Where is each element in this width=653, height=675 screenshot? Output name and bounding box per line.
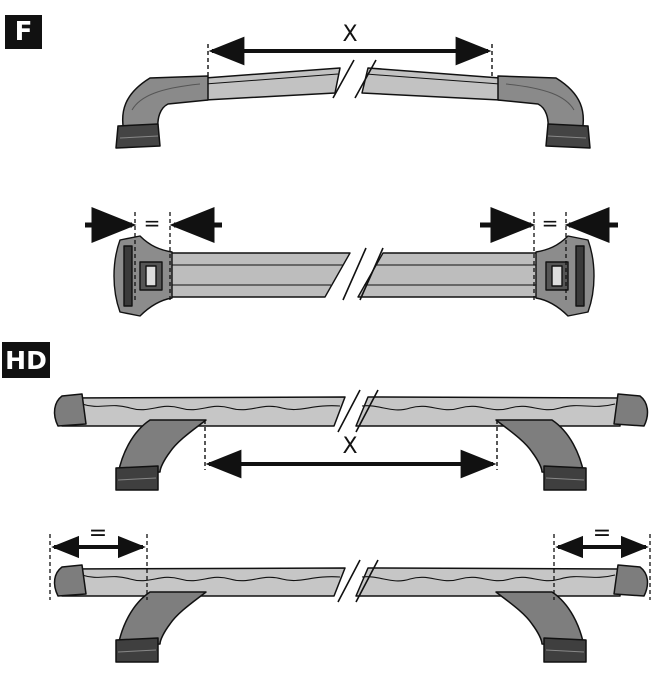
hd-overhang-right-foot (495, 591, 585, 647)
f-bar-side-view (115, 59, 591, 149)
hd-overhang-right-end-cap (613, 564, 649, 597)
hd-bar-side-view (53, 389, 649, 491)
hd-right-foot (495, 419, 585, 475)
hd-left-foot-pad (115, 465, 159, 491)
f-centering-marks (85, 207, 618, 300)
f-bar-right-half (361, 67, 501, 101)
hd-left-foot (117, 419, 207, 475)
f-left-foot-pad (115, 123, 161, 149)
hd-right-equal-sign: = (593, 521, 611, 546)
f-top-bar-left (167, 252, 351, 298)
hd-overhang-bar-right (355, 567, 621, 597)
hd-overhang-left-foot-pad (115, 637, 159, 663)
section-badge-hd: HD (2, 342, 50, 378)
hd-bar-overhang-view (53, 559, 649, 663)
section-badge-f: F (5, 15, 42, 49)
hd-overhang-right-foot-pad (543, 637, 587, 663)
f-bar-left-half (204, 67, 341, 101)
hd-overhang-left-end-cap (53, 564, 87, 597)
f-right-foot-pad (545, 123, 591, 149)
hd-overhang-marks (49, 534, 651, 600)
hd-overhang-left-foot (117, 591, 207, 647)
hd-right-end-cap (613, 393, 649, 427)
hd-bar-right-half (355, 396, 621, 427)
f-left-equal-sign: = (144, 211, 161, 235)
f-bar-top-view (113, 235, 595, 317)
hd-x-label: X (342, 434, 357, 459)
hd-left-end-cap (53, 393, 87, 427)
f-top-bar-right (357, 252, 541, 298)
f-right-equal-sign: = (542, 211, 559, 235)
hd-right-foot-pad (543, 465, 587, 491)
hd-left-equal-sign: = (89, 521, 107, 546)
f-x-label: X (342, 22, 357, 47)
